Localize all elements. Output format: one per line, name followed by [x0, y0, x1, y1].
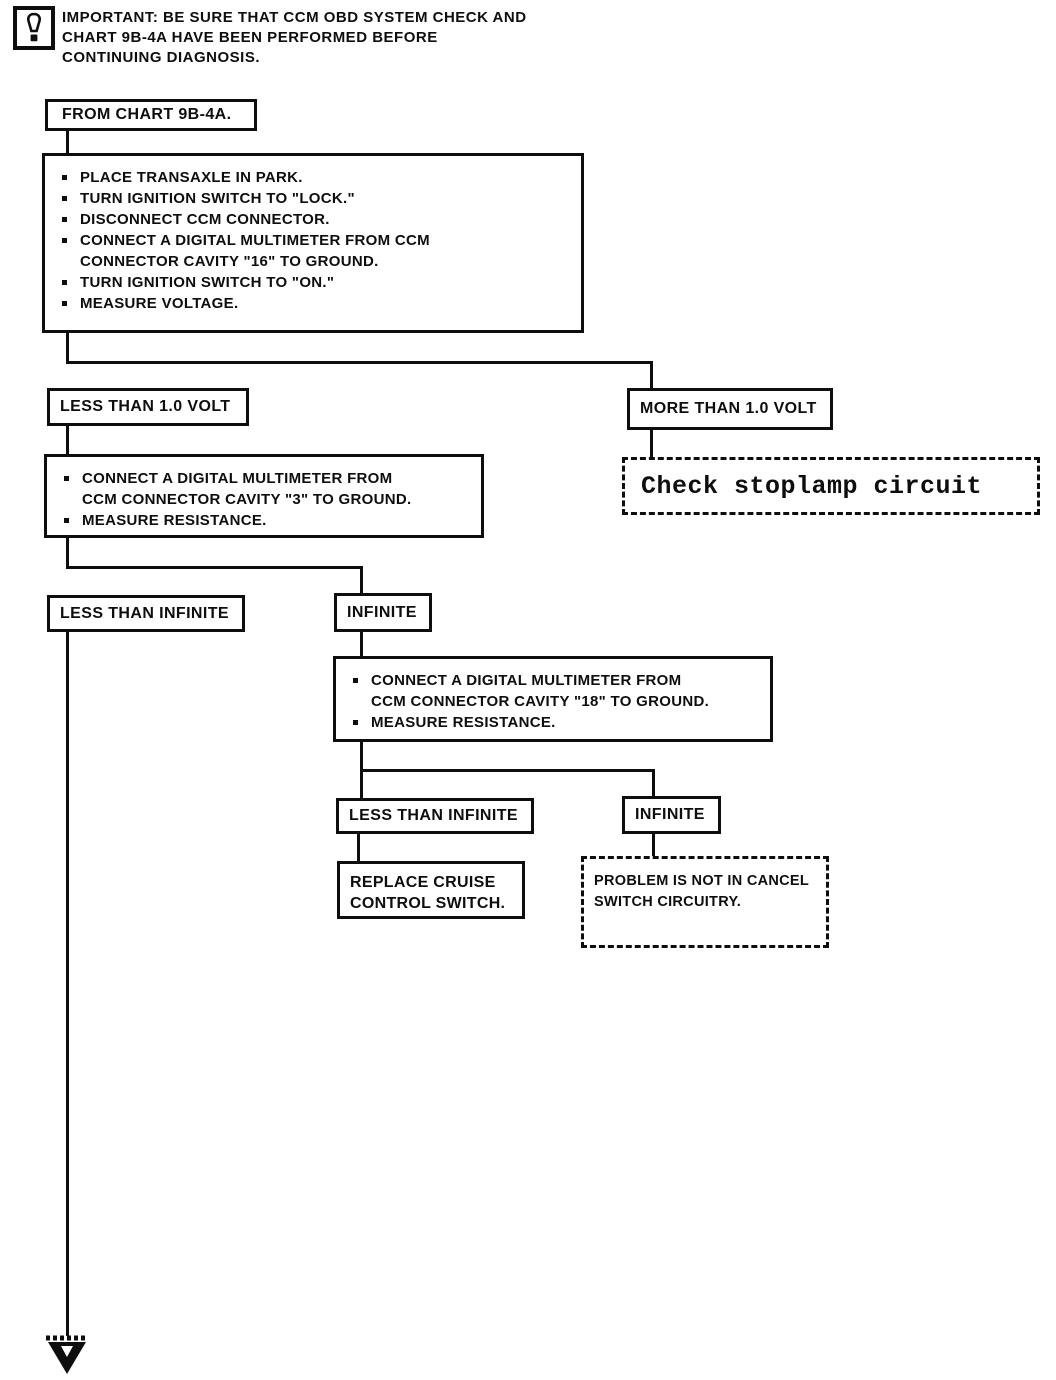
- list-item: MEASURE VOLTAGE.: [55, 293, 569, 314]
- important-icon: [13, 6, 55, 50]
- list-item: PLACE TRANSAXLE IN PARK.: [55, 167, 569, 188]
- terminal-box-check-stoplamp: Check stoplamp circuit: [622, 457, 1040, 515]
- connector-line: [66, 129, 69, 155]
- list-item: DISCONNECT CCM CONNECTOR.: [55, 209, 569, 230]
- procedure-box-2: CONNECT A DIGITAL MULTIMETER FROM CCM CO…: [44, 454, 484, 538]
- procedure-box-3: CONNECT A DIGITAL MULTIMETER FROM CCM CO…: [333, 656, 773, 742]
- decision-box-less-than-infinite-1: LESS THAN INFINITE: [47, 595, 245, 632]
- decision-box-less-than-infinite-2: LESS THAN INFINITE: [336, 798, 534, 834]
- decision-box-less-than-1-volt: LESS THAN 1.0 VOLT: [47, 388, 249, 426]
- list-item: MEASURE RESISTANCE.: [57, 510, 469, 531]
- bullet-icon: [64, 518, 69, 523]
- list-item: CONNECT A DIGITAL MULTIMETER FROM CCM CO…: [55, 230, 569, 272]
- step-text: CONNECT A DIGITAL MULTIMETER FROM CCM CO…: [80, 232, 430, 270]
- connector-line: [66, 331, 69, 363]
- decision-label: INFINITE: [347, 603, 417, 621]
- list-item: MEASURE RESISTANCE.: [346, 712, 758, 733]
- connector-line: [650, 361, 653, 390]
- bullet-icon: [62, 217, 67, 222]
- decision-box-more-than-1-volt: MORE THAN 1.0 VOLT: [627, 388, 833, 430]
- terminal-label: Check stoplamp circuit: [641, 471, 983, 501]
- decision-label: LESS THAN INFINITE: [60, 604, 229, 622]
- bullet-icon: [62, 280, 67, 285]
- step-text: PLACE TRANSAXLE IN PARK.: [80, 169, 303, 186]
- connector-line: [360, 630, 363, 658]
- connector-line: [66, 536, 69, 568]
- off-page-arrow-icon: [45, 1334, 89, 1380]
- step-text: MEASURE VOLTAGE.: [80, 295, 239, 312]
- step-text: TURN IGNITION SWITCH TO "ON.": [80, 274, 335, 291]
- list-item: CONNECT A DIGITAL MULTIMETER FROM CCM CO…: [57, 468, 469, 510]
- bullet-icon: [62, 301, 67, 306]
- continuation-line: [66, 630, 69, 1336]
- connector-line: [66, 566, 363, 569]
- connector-line: [360, 566, 363, 596]
- decision-label: MORE THAN 1.0 VOLT: [640, 400, 817, 417]
- terminal-box-replace-cruise-switch: REPLACE CRUISE CONTROL SWITCH.: [337, 861, 525, 919]
- connector-line: [650, 428, 653, 459]
- bullet-icon: [64, 476, 69, 481]
- list-item: TURN IGNITION SWITCH TO "LOCK.": [55, 188, 569, 209]
- bullet-icon: [353, 678, 358, 683]
- connector-line: [652, 769, 655, 798]
- step-text: CONNECT A DIGITAL MULTIMETER FROM CCM CO…: [371, 672, 710, 710]
- bullet-icon: [62, 238, 67, 243]
- step-text: MEASURE RESISTANCE.: [82, 512, 267, 529]
- step-text: CONNECT A DIGITAL MULTIMETER FROM CCM CO…: [82, 470, 412, 508]
- step-text: MEASURE RESISTANCE.: [371, 714, 556, 731]
- connector-line: [652, 832, 655, 858]
- decision-label: LESS THAN INFINITE: [349, 807, 518, 824]
- step-text: TURN IGNITION SWITCH TO "LOCK.": [80, 190, 355, 207]
- decision-box-infinite-2: INFINITE: [622, 796, 721, 834]
- decision-label: INFINITE: [635, 806, 705, 823]
- bullet-icon: [62, 175, 67, 180]
- decision-box-infinite-1: INFINITE: [334, 593, 432, 632]
- connector-line: [66, 424, 69, 456]
- connector-line: [66, 361, 653, 364]
- bullet-icon: [62, 196, 67, 201]
- important-note-text: IMPORTANT: BE SURE THAT CCM OBD SYSTEM C…: [62, 9, 527, 66]
- procedure-box-1: PLACE TRANSAXLE IN PARK. TURN IGNITION S…: [42, 153, 584, 333]
- start-box-from-chart: FROM CHART 9B-4A.: [45, 99, 257, 131]
- step-text: DISCONNECT CCM CONNECTOR.: [80, 211, 330, 228]
- connector-line: [360, 769, 655, 772]
- terminal-box-problem-not-cancel-switch: PROBLEM IS NOT IN CANCEL SWITCH CIRCUITR…: [581, 856, 829, 948]
- list-item: TURN IGNITION SWITCH TO "ON.": [55, 272, 569, 293]
- bullet-icon: [353, 720, 358, 725]
- list-item: CONNECT A DIGITAL MULTIMETER FROM CCM CO…: [346, 670, 758, 712]
- start-box-label: FROM CHART 9B-4A.: [62, 106, 232, 123]
- decision-label: LESS THAN 1.0 VOLT: [60, 398, 231, 415]
- exclamation-bulb-icon: [27, 12, 41, 42]
- connector-line: [357, 832, 360, 863]
